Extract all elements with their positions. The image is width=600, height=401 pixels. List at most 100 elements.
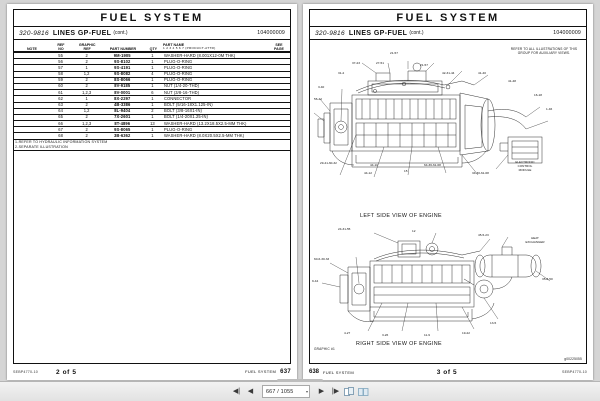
left-group-header: 320-9816 LINES GP-FUEL (cont.) 104000009 [14, 27, 290, 40]
cell-part-number: 9S-8082 [114, 72, 131, 77]
page-title: FUEL SYSTEM [396, 12, 500, 24]
col-header-part-name-sub: 1 2 3 4 5 6 7 (PRODUCT-ATTR) [163, 46, 216, 51]
callout-29-41-60-32: 29-41-60-32 [320, 161, 337, 165]
cell-part-name: PLUG-O-RING [163, 127, 193, 132]
cell-part-name: WASHER-HARD (8.0X20.5X2.5-MM THK) [163, 133, 245, 138]
cell-ref-no: 60 [58, 84, 63, 89]
cell-part-number: 9S-8102 [114, 59, 131, 64]
col-header-part-number: PART NUMBER [109, 46, 137, 51]
callout-11-9: 11-9 [424, 333, 430, 337]
callout-56-42: 56-42 [314, 97, 322, 101]
previous-page-icon[interactable]: ◀ [245, 386, 256, 397]
last-page-icon[interactable]: |▶ [331, 388, 340, 395]
left-side-engine-drawing [313, 61, 549, 178]
cell-qty: 1 [151, 127, 154, 132]
callout-4-27: 4-27 [344, 331, 351, 335]
col-header-part-name-main: PART NAME [163, 43, 185, 48]
scroll-handle[interactable] [277, 379, 323, 382]
group-continued: (cont.) [113, 30, 128, 36]
cell-part-name: PLUG-O-RING [163, 59, 193, 64]
cell-ref-no: 62 [58, 96, 63, 101]
cell-ref-no: 59 [58, 78, 63, 83]
right-group-header: 320-9816 LINES GP-FUEL (cont.) 104000009 [310, 27, 586, 40]
cell-ref-no: 68 [58, 133, 63, 138]
right-side-engine-drawing [321, 232, 551, 332]
left-page[interactable]: FUEL SYSTEM 320-9816 LINES GP-FUEL (cont… [7, 4, 297, 380]
cell-qty: 13 [150, 121, 155, 126]
facing-page-view-icon[interactable] [358, 387, 369, 397]
cell-part-number: 3B-6362 [114, 133, 131, 138]
left-page-title-bar: FUEL SYSTEM [14, 10, 290, 27]
auxiliary-views-note: REFER TO ALL ILLUSTRATIONS OF THIS GROUP… [510, 47, 578, 56]
cell-part-name: BOLT (1/4-20X1.25-IN) [163, 115, 208, 120]
cell-part-number: 9S-4191 [114, 65, 131, 70]
cell-part-number: 8V-0001 [114, 90, 131, 95]
cell-ref-no: 64 [58, 109, 63, 114]
cell-part-name: PLUG-O-RING [163, 65, 193, 70]
cell-qty: 1 [151, 53, 154, 58]
callout-31-2: 31-2 [338, 71, 345, 75]
cell-graphic-ref: 1 [85, 96, 88, 101]
callout-64-36-61-68: 64-36-61-68 [424, 163, 441, 167]
cell-qty: 2 [151, 109, 154, 114]
cell-graphic-ref: 2 [85, 133, 88, 138]
cell-qty: 1 [151, 103, 154, 108]
cell-graphic-ref: 2 [85, 127, 88, 132]
cell-ref-no: 57 [58, 65, 63, 70]
col-header-see: SEE [275, 42, 283, 47]
parts-table-header: NOTE REF NO GRAPHIC REF PART NUMBER QTY [14, 40, 290, 52]
callout-34-30-61-68: 34-30-61-68 [472, 171, 489, 175]
callout-41-40: 41-40 [478, 71, 486, 75]
cell-graphic-ref: 1,2 [83, 109, 90, 114]
pdf-navigation-toolbar[interactable]: ◀| ◀ 667 / 1055 ▾ ▶ |▶ [0, 379, 600, 401]
callout-3-40: 3-40 [318, 85, 325, 89]
col-header-part-name: PART NAME 1 2 3 4 5 6 7 (PRODUCT-ATTR) [163, 41, 268, 51]
page-indicator-value: 667 / 1055 [265, 388, 294, 395]
col-header-graphic-ref: GRAPHIC REF [72, 41, 102, 51]
cell-ref-no: 55 [58, 53, 63, 58]
cell-graphic-ref: 1,2,3 [82, 121, 92, 126]
cell-part-name: CONNECTOR [163, 96, 192, 101]
cell-qty: 1 [151, 96, 154, 101]
cell-part-number: 9M-1905 [113, 53, 131, 58]
cell-graphic-ref: 2 [85, 59, 88, 64]
callout-16-18: 16-18 [534, 93, 542, 97]
graphic-id: g00225055 [564, 357, 582, 361]
cell-qty: 1 [151, 84, 154, 89]
single-page-view-icon[interactable] [344, 386, 355, 397]
cell-qty: 6 [151, 90, 154, 95]
document-code: 104000009 [553, 30, 581, 36]
cell-qty: 4 [151, 72, 154, 77]
chevron-down-icon[interactable]: ▾ [305, 389, 308, 394]
right-page[interactable]: FUEL SYSTEM 320-9816 LINES GP-FUEL (cont… [303, 4, 593, 380]
col-header-note: NOTE [26, 46, 37, 51]
cell-part-name: BOLT (5/16-18X1.125-IN) [163, 103, 213, 108]
cell-part-number: 8X-2297 [114, 96, 131, 101]
callout-44-12: 44-12 [364, 171, 372, 175]
sheet-label: 2 of 5 [55, 368, 77, 376]
callout-19-22: 19-22 [462, 331, 470, 335]
right-page-footer: 638 FUEL SYSTEM 3 of 5 SEBP4770-10 [309, 366, 587, 378]
right-sheet-frame: FUEL SYSTEM 320-9816 LINES GP-FUEL (cont… [309, 9, 587, 364]
next-page-icon[interactable]: ▶ [316, 386, 327, 397]
callout-42-31-44: 42-31-44 [442, 71, 455, 75]
cell-ref-no: 63 [58, 103, 63, 108]
page-title: FUEL SYSTEM [100, 12, 204, 24]
col-header-ref-no: REF NO [50, 41, 72, 51]
page-indicator-input[interactable]: 667 / 1055 ▾ [261, 385, 310, 398]
cell-graphic-ref: 2 [85, 115, 88, 120]
callout-45-5-23: 45-5-23 [478, 233, 489, 237]
table-row: 62 1 8X-2297 1 CONNECTOR [14, 95, 290, 101]
first-page-icon[interactable]: ◀| [232, 388, 241, 395]
